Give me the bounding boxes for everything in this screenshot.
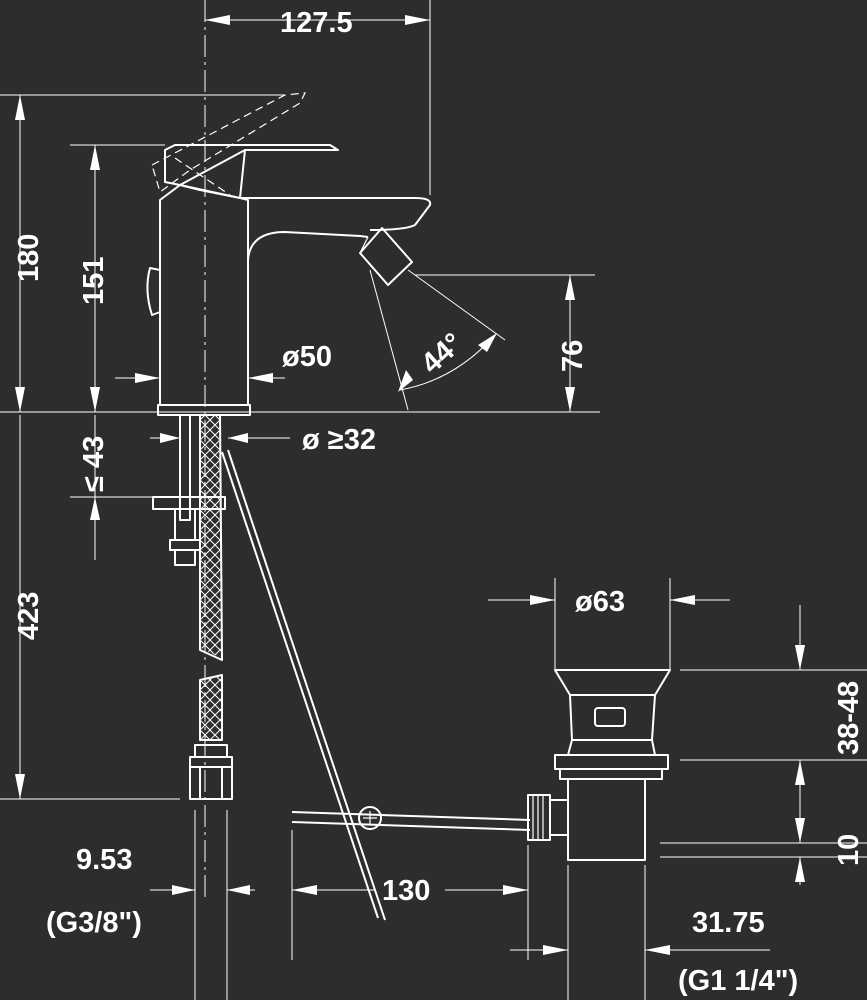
handle-lever bbox=[164, 144, 339, 199]
waste-set bbox=[527, 669, 671, 861]
dim-width-spout: 127.5 bbox=[280, 7, 353, 39]
dim-waste-offset: 10 bbox=[833, 834, 865, 866]
dim-waste-diameter: ø63 bbox=[575, 586, 625, 618]
dim-spray-height: 76 bbox=[557, 340, 589, 372]
dim-hose-length: 423 bbox=[13, 592, 45, 640]
dim-tail-thread: (G1 1/4") bbox=[678, 965, 798, 997]
dim-connector-size: 9.53 bbox=[76, 844, 132, 876]
dim-tail-size: 31.75 bbox=[692, 907, 765, 939]
dim-height-total: 180 bbox=[13, 234, 45, 282]
dim-waste-range: 38-48 bbox=[833, 681, 865, 755]
dim-spray-angle: 44° bbox=[415, 327, 469, 380]
dim-pullrod-length: 130 bbox=[382, 875, 430, 907]
mixer-body bbox=[146, 184, 432, 416]
dim-hole-diameter: ø ≥32 bbox=[302, 424, 376, 456]
dim-diameter-body: ø50 bbox=[282, 341, 332, 373]
dim-deck-thickness: ≤ 43 bbox=[78, 436, 110, 492]
dim-connector-thread: (G3/8") bbox=[46, 907, 142, 939]
pull-rod bbox=[221, 449, 531, 921]
dim-height-body: 151 bbox=[78, 257, 110, 305]
supply-hoses bbox=[152, 414, 233, 800]
